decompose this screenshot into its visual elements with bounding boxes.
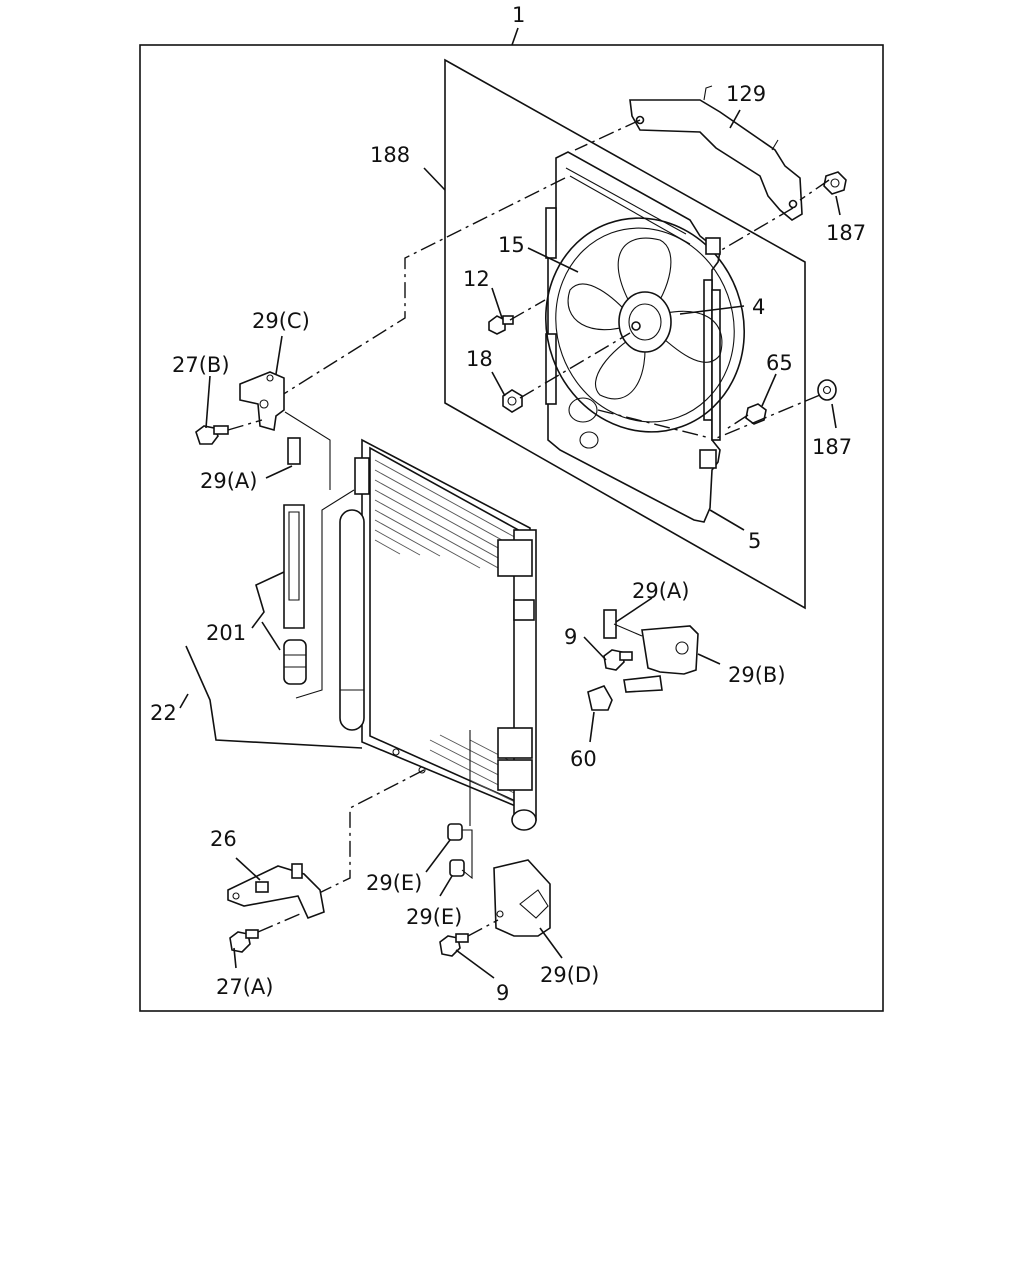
leader-lines	[179, 109, 841, 979]
label-sensor-60: 60	[570, 747, 597, 771]
filter-plug	[283, 639, 307, 685]
nut-187-right	[817, 379, 837, 401]
label-bolt-27a: 27(A)	[216, 975, 273, 999]
bracket-29a-left	[287, 437, 301, 465]
clip-29e-lower	[449, 859, 465, 877]
label-clip-e-lower: 29(E)	[406, 905, 462, 929]
condenser	[339, 438, 537, 831]
label-bracket-upper: 129	[726, 82, 766, 106]
bracket-29c	[239, 371, 285, 432]
label-bracket-26: 26	[210, 827, 237, 851]
desiccant-bag	[283, 504, 305, 629]
label-nut-right: 187	[812, 435, 852, 459]
shroud-panel	[444, 58, 806, 610]
nut-187-top	[823, 171, 847, 195]
callout-labels: 1 188 129 187 15 12 4 18 65 187 5 29(C) …	[150, 3, 866, 1005]
label-bolt-27b: 27(B)	[172, 353, 230, 377]
label-shroud-frame: 5	[748, 529, 761, 553]
bracket-29b	[623, 625, 699, 693]
label-motor: 4	[752, 295, 765, 319]
bracket-29d	[493, 859, 551, 937]
nut-18	[502, 389, 523, 413]
label-bracket-a-left: 29(A)	[200, 469, 257, 493]
label-bracket-d: 29(D)	[540, 963, 599, 987]
motor-hub	[618, 291, 672, 353]
label-nut-65: 65	[766, 351, 793, 375]
label-bolt-9-lower: 9	[496, 981, 509, 1005]
label-fan-shroud: 188	[370, 143, 410, 167]
shroud-frame	[547, 151, 721, 523]
bolt-9-lower	[439, 933, 469, 957]
bracket-26	[227, 863, 325, 920]
bolt-27a	[229, 929, 259, 953]
sensor-60	[587, 685, 613, 711]
receiver-tank	[339, 509, 365, 731]
label-nut-18: 18	[466, 347, 493, 371]
label-bracket-c: 29(C)	[252, 309, 310, 333]
bolt-27b	[195, 425, 229, 445]
bracket-29a-right	[603, 609, 617, 639]
label-nut-top: 187	[826, 221, 866, 245]
label-fan-blade: 15	[498, 233, 525, 257]
label-bolt-9-upper: 9	[564, 625, 577, 649]
diagram-frame	[139, 44, 884, 1012]
label-screw-12: 12	[463, 267, 490, 291]
clip-29e-upper	[447, 823, 463, 841]
bolt-9-upper	[603, 649, 633, 671]
label-clip-e-upper: 29(E)	[366, 871, 422, 895]
label-assembly: 1	[512, 3, 525, 27]
fan-ring	[544, 217, 746, 433]
fan-blade-set	[567, 237, 723, 400]
label-bracket-b: 29(B)	[728, 663, 786, 687]
label-condenser: 22	[150, 701, 177, 725]
screw-12	[488, 315, 514, 335]
label-bracket-a-right: 29(A)	[632, 579, 689, 603]
upper-bracket	[629, 99, 803, 221]
fan-shroud-group	[444, 58, 806, 610]
label-desiccant: 201	[206, 621, 246, 645]
